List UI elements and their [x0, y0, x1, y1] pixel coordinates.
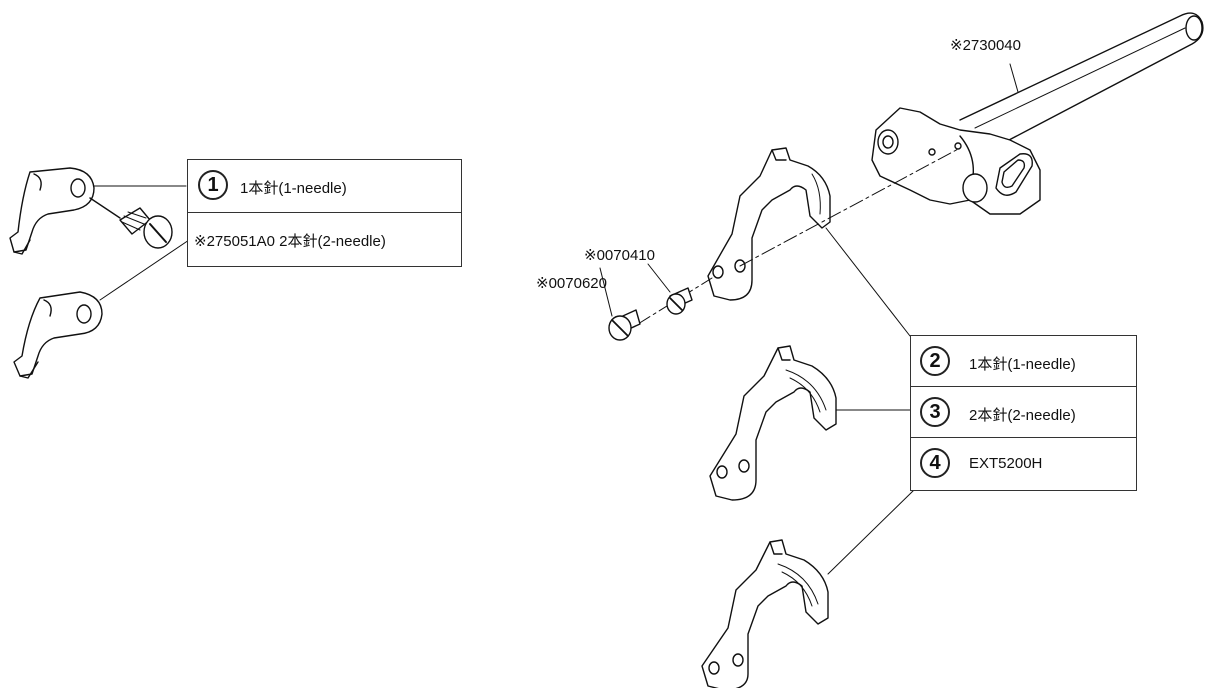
callout-text-4: EXT5200H: [969, 455, 1043, 472]
callout-number-2: 2: [920, 346, 950, 376]
callout-row-1b: ※275051A0 2本針(2-needle): [188, 213, 461, 266]
callout-row-4: 4 EXT5200H: [911, 438, 1136, 490]
bracket-lower-left: [13, 291, 103, 379]
callout-table-left: 1 1本針(1-needle) ※275051A0 2本針(2-needle): [187, 159, 462, 267]
callout-number-1: 1: [198, 170, 228, 200]
screw-0070620: [608, 309, 641, 341]
callout-text-2: 1本針(1-needle): [969, 356, 1076, 373]
callout-text-1: 1本針(1-needle): [240, 180, 347, 197]
bracket-upper-left: [9, 167, 95, 255]
callout-number-4: 4: [920, 448, 950, 478]
callout-row-1: 1 1本針(1-needle): [188, 160, 461, 213]
shaft-part-number: ※2730040: [950, 37, 1021, 54]
callout-table-right: 2 1本針(1-needle) 3 2本針(2-needle) 4 EXT520…: [910, 335, 1137, 491]
screw-0070410: [666, 287, 693, 315]
bracket-lower: [701, 539, 829, 688]
screw-a-part-number: ※0070410: [584, 247, 655, 264]
housing-block: [871, 107, 1041, 215]
shaft: [959, 12, 1204, 151]
callout-row-3: 3 2本針(2-needle): [911, 387, 1136, 438]
callout-number-3: 3: [920, 397, 950, 427]
callout-text-1b: ※275051A0 2本針(2-needle): [194, 233, 386, 250]
screw-b-part-number: ※0070620: [536, 275, 607, 292]
bracket-main: [707, 147, 831, 301]
callout-row-2: 2 1本針(1-needle): [911, 336, 1136, 387]
bracket-middle: [709, 345, 837, 501]
screw-left: [119, 207, 173, 249]
callout-text-3: 2本針(2-needle): [969, 407, 1076, 424]
